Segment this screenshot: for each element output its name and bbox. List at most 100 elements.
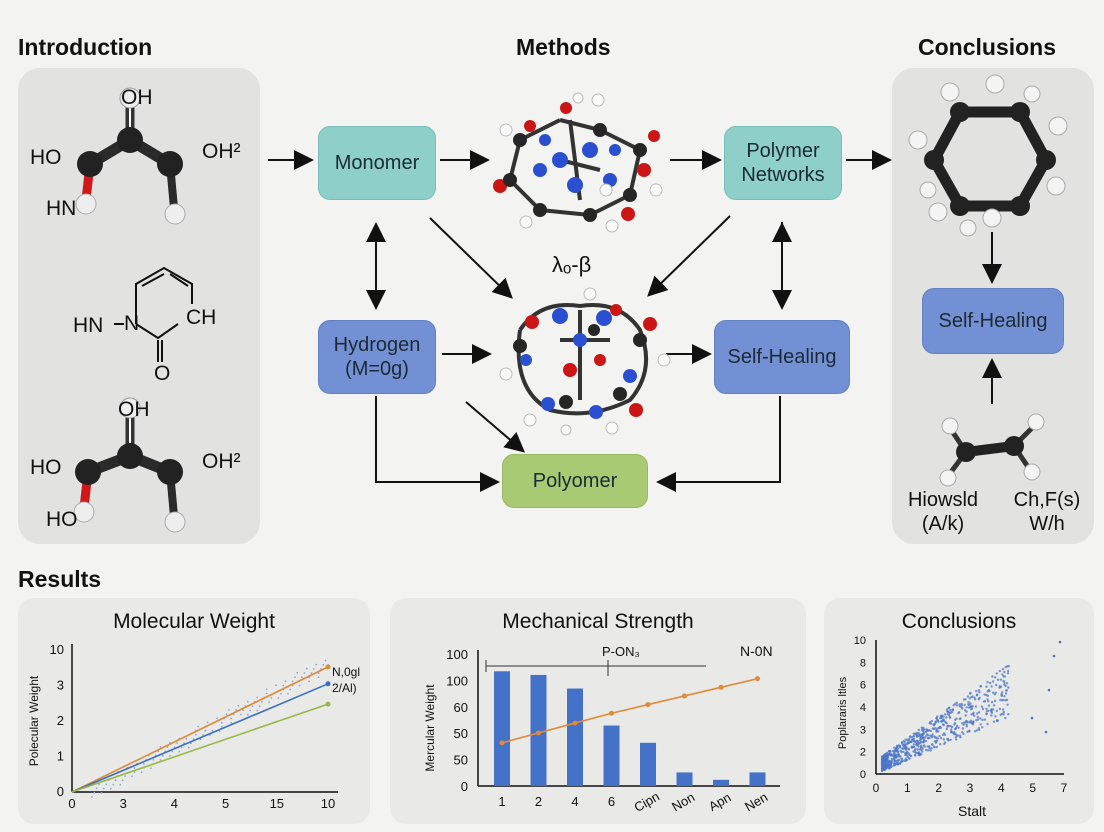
chart-1-y-tick: 10 [50,642,64,657]
chart-3-point [969,721,972,724]
chart-3-point [912,735,915,738]
chart-3-point [978,696,981,700]
chart-3-point [894,753,897,756]
chart-1-noise-point [150,767,152,769]
chart-3-point [939,736,943,740]
chart-3-point [965,710,968,713]
chart-3-point [946,738,949,741]
chart-1-noise-point [197,725,200,728]
chart-1-noise-point [230,717,233,720]
chart-3-point [944,741,947,744]
chart-1-noise-point [294,676,296,678]
chart-1-noise-point [180,746,183,749]
chart-3-point [899,755,902,758]
chart-1-y-tick: 3 [57,678,64,693]
chart-3-point [954,738,958,741]
ring-molecule [114,266,193,362]
chart-3-point [986,690,989,693]
chart-2-bar [676,772,693,786]
chart-3-point [959,717,962,720]
chart-3-point [916,742,919,745]
chart-3-point [924,748,928,752]
chart-1-series-line [71,683,329,793]
chart-3-point [973,714,976,717]
chart-3-point [900,757,903,760]
chart-2-y-tick: 60 [454,700,468,715]
chart-3-point [973,730,977,733]
introduction-molecules [73,87,193,533]
chart-3-point [947,713,951,717]
chart-1-noise-point [261,701,263,703]
chart-3-point [950,728,953,731]
chart-3-x-label: Stalt [958,803,986,819]
chart-2-x-tick: 1 [498,794,505,809]
chart-3-point [923,738,926,742]
chart-3-point [895,744,899,748]
chart-1-noise-point [237,704,240,707]
chart-3-point [981,707,985,711]
chart-3-point [990,709,993,712]
chart-3-point [945,708,949,711]
chart-3-point [985,685,988,688]
chart-3-point [887,761,890,764]
chart-3-point [912,750,915,753]
chart-3-point [921,747,924,750]
chart-3-point [947,724,950,728]
mol1-right-label: OH² [202,140,241,163]
chart-3-point [986,698,989,701]
chart-3-point [893,755,896,759]
chart-1-noise-point [159,746,162,748]
chart-3-point [936,737,939,740]
chart-1-noise-point [159,759,162,761]
chart-3-point [899,746,902,749]
chart-3-point [939,743,942,746]
chart-3-point [970,708,973,711]
chart-1-noise-point [152,758,155,761]
molecule-cluster-top [493,92,663,233]
chart-3-y-tick: 0 [860,769,866,781]
chart-3-point [913,748,917,752]
chart-3-point [952,704,955,707]
chart-1-noise-point [289,688,292,691]
chart-3-point [992,680,995,683]
chart-3-point [926,745,929,748]
hydrogen-line2: (M=0g) [345,358,409,380]
chart-1-noise-point [315,663,318,666]
chart-3-point [998,686,1001,689]
chart-3-point [966,730,969,733]
chart-2-trend-point [499,740,505,746]
chart-3-point [964,698,967,701]
chart-3-point [934,720,937,723]
chart-3-point [977,727,981,730]
chart-1-noise-point [143,763,145,765]
chart-3-point [1007,713,1010,716]
chart-1-noise-point [220,721,223,724]
chart-3-point [960,704,963,707]
conclusions-label-right-2: W/h [1029,513,1065,535]
ethylene-molecule [939,413,1045,487]
chart-3-point [1001,691,1004,694]
chart-1-noise-point [298,684,301,687]
chart-3-point [935,716,938,720]
chart-3-point [956,734,960,737]
chart-1-noise-point [133,767,136,769]
chart-1-annotation-2: 2/Al) [332,681,357,695]
chart-3-point [888,760,892,763]
chart-3-point [925,728,928,731]
chart-3-point [930,747,933,750]
chart-3-point [954,736,958,739]
lambda-beta-label: λₒ-β [552,252,592,277]
chart-3-point [994,676,997,679]
chart-3-point [918,732,921,735]
chart-3-point [929,734,932,737]
chart-3-point [966,695,970,698]
chart-1-series-line [71,703,329,793]
chart-2-x-tick: Non [669,789,697,814]
chart-3-point [939,714,943,717]
chart-1-noise-point [225,713,228,716]
chart-3-point [969,719,973,722]
chart-3-x-tick: 5 [1029,781,1036,795]
chart-3-point [969,702,972,705]
